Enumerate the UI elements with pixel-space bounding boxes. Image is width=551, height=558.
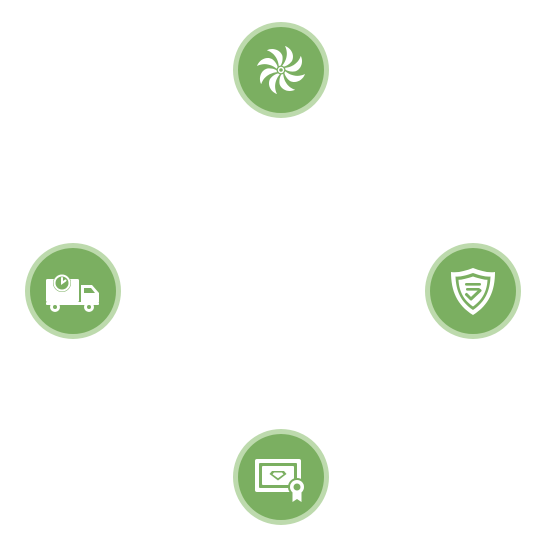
protection-badge — [425, 243, 521, 339]
fan-icon — [257, 46, 305, 94]
shield-check-icon — [451, 268, 495, 315]
certificate-badge — [233, 429, 329, 525]
delivery-badge — [25, 243, 121, 339]
certificate-ribbon-icon — [255, 459, 306, 502]
delivery-truck-clock-icon — [46, 274, 99, 312]
fan-badge — [233, 22, 329, 118]
